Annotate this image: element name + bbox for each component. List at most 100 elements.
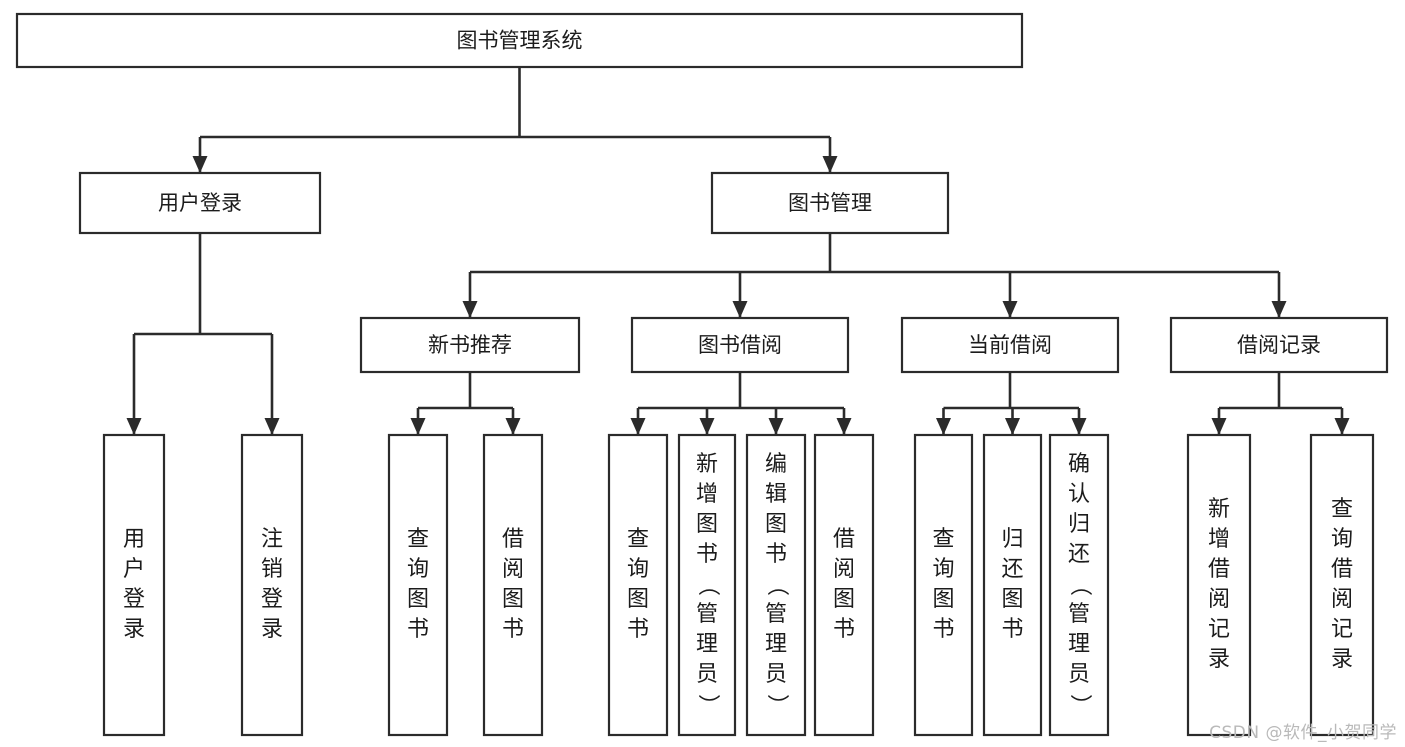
node-label-char: 编 [765, 452, 787, 477]
node-box [913, 433, 974, 737]
arrow-head-icon [1334, 418, 1350, 435]
node-root[interactable]: 图书管理系统 [15, 12, 1024, 69]
node-label-char: 归 [1001, 527, 1023, 552]
node-label-char: 新 [1208, 497, 1230, 522]
node-label-char: 录 [1208, 647, 1230, 672]
node-box [813, 433, 875, 737]
node-label-char: 阅 [833, 557, 855, 582]
node-borrow-record[interactable]: 借阅记录 [1169, 316, 1389, 374]
node-label-char: 记 [1208, 617, 1230, 642]
node-label-char: 增 [1208, 527, 1230, 552]
node-box [900, 316, 1120, 374]
connector-layer [126, 67, 1350, 435]
node-current-borrow[interactable]: 当前借阅 [900, 316, 1120, 374]
node-label-char: 借 [1208, 557, 1230, 582]
arrow-head-icon [462, 301, 478, 318]
arrow-head-icon [936, 418, 951, 435]
node-label-char: 管 [1068, 602, 1090, 627]
node-box [1186, 433, 1252, 737]
node-label-char: 户 [123, 557, 145, 582]
node-book-manage[interactable]: 图书管理 [710, 171, 950, 235]
node-box [482, 433, 544, 737]
node-box [677, 433, 737, 737]
arrow-head-icon [1005, 418, 1020, 435]
node-label-char: 询 [627, 557, 649, 582]
node-label: 新书推荐 [428, 333, 512, 357]
node-label-char: 图 [407, 587, 429, 612]
node-label-char: 管 [696, 602, 718, 627]
node-box [630, 316, 850, 374]
node-label-char: （ [1067, 574, 1092, 596]
node-label-char: 图 [502, 587, 524, 612]
arrow-head-icon [126, 418, 142, 435]
node-label: 图书借阅 [698, 333, 782, 357]
node-label-char: 登 [123, 587, 145, 612]
node-label-char: 图 [696, 512, 718, 537]
node-label-char: 员 [765, 662, 787, 687]
node-label: 借阅记录 [1237, 333, 1321, 357]
arrow-head-icon [1071, 418, 1087, 435]
node-box [15, 12, 1024, 69]
arrow-head-icon [836, 418, 852, 435]
node-label-char: 管 [765, 602, 787, 627]
arrow-head-icon [768, 418, 784, 435]
node-label-char: 图 [765, 512, 787, 537]
node-label-char: 归 [1068, 512, 1090, 537]
node-label-char: 认 [1068, 482, 1090, 507]
node-label-char: 阅 [1208, 587, 1230, 612]
node-label-char: 查 [1331, 497, 1353, 522]
node-box [982, 433, 1043, 737]
node-box [745, 433, 807, 737]
arrow-head-icon [410, 418, 426, 435]
node-label-char: 记 [1331, 617, 1353, 642]
arrow-head-icon [264, 418, 280, 435]
node-label-char: 销 [261, 557, 283, 582]
arrow-head-icon [732, 301, 748, 318]
node-new-book-rec[interactable]: 新书推荐 [359, 316, 581, 374]
node-label-char: 书 [932, 617, 954, 642]
node-label-char: 询 [407, 557, 429, 582]
node-label-char: 图 [1001, 587, 1023, 612]
node-box [710, 171, 950, 235]
node-label-char: 借 [833, 527, 855, 552]
arrow-head-icon [822, 156, 838, 173]
node-label-char: ） [695, 694, 720, 716]
node-label-char: 书 [833, 617, 855, 642]
node-label: 当前借阅 [968, 333, 1052, 357]
node-label-char: 书 [696, 542, 718, 567]
node-label-char: ） [1067, 694, 1092, 716]
node-label-char: 图 [833, 587, 855, 612]
node-label-char: 书 [1001, 617, 1023, 642]
arrow-head-icon [1271, 301, 1287, 318]
node-book-borrow[interactable]: 图书借阅 [630, 316, 850, 374]
node-label-char: 登 [261, 587, 283, 612]
node-label-char: 查 [627, 527, 649, 552]
node-label: 图书管理系统 [457, 29, 583, 53]
node-label-char: 询 [932, 557, 954, 582]
node-box [78, 171, 322, 235]
node-label-char: ） [764, 694, 789, 716]
node-user-login[interactable]: 用户登录 [78, 171, 322, 235]
node-label-char: 用 [123, 527, 145, 552]
node-label-char: （ [695, 574, 720, 596]
node-leaf-user-login[interactable]: 用户登录 [102, 433, 166, 737]
node-label-char: 理 [696, 632, 718, 657]
node-box [359, 316, 581, 374]
node-label-char: 录 [261, 617, 283, 642]
node-label: 用户登录 [158, 191, 242, 215]
node-label-char: 查 [407, 527, 429, 552]
node-label-char: 员 [696, 662, 718, 687]
